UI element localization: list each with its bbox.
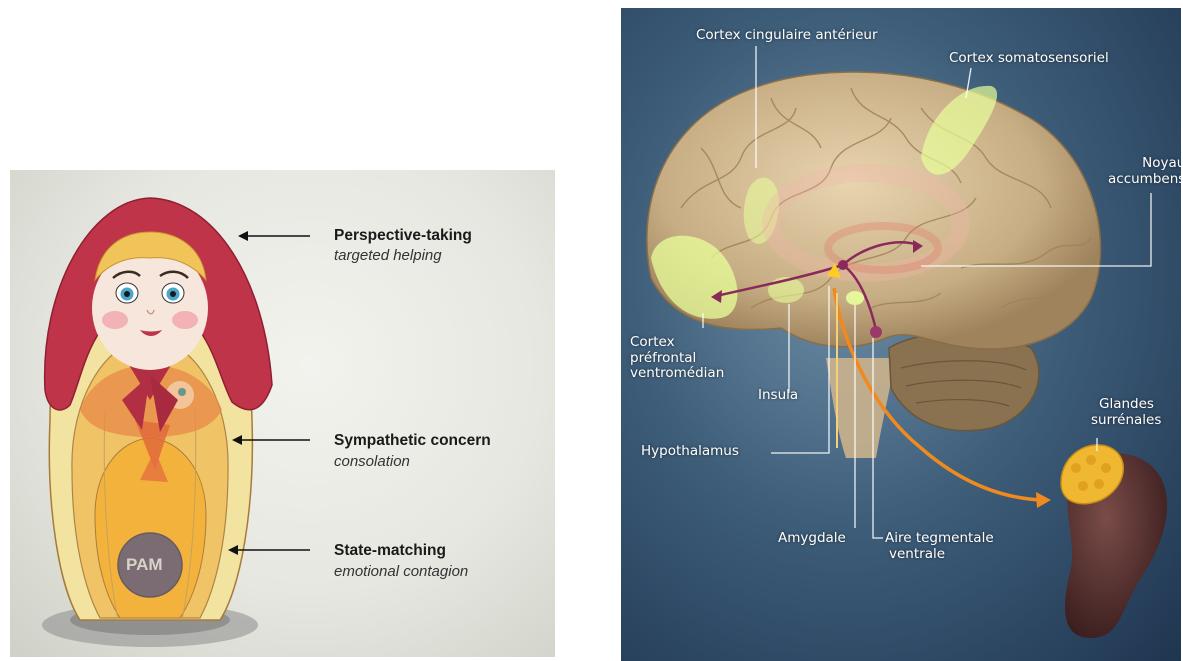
state-matching-label: State-matching [334,542,446,560]
hypothalamus-label: Hypothalamus [641,444,739,460]
amygdale-label: Amygdale [778,531,846,547]
consolation-label: consolation [334,453,410,470]
cortex-cingulaire-label: Cortex cingulaire antérieur [696,28,878,44]
insula-label: Insula [758,388,798,404]
glandes-surrenales-label: Glandes surrénales [1091,397,1161,428]
doll-figure-panel: PAM Perspective-taking targeted helping … [10,170,555,657]
perspective-taking-label: Perspective-taking [334,227,472,245]
aire-tegmentale-label: Aire tegmentale ventrale [885,531,994,562]
noyau-accumbens-label: Noyau accumbens [1108,156,1181,187]
sympathetic-concern-label: Sympathetic concern [334,432,491,450]
targeted-helping-label: targeted helping [334,247,442,264]
brain-figure-panel: Cortex cingulaire antérieur Cortex somat… [621,8,1181,661]
matryoshka-illustration [10,170,555,657]
cortex-somatosensoriel-label: Cortex somatosensoriel [949,51,1109,67]
cortex-prefrontal-label: Cortex préfrontal ventromédian [630,335,724,382]
pam-label: PAM [126,555,163,575]
emotional-contagion-label: emotional contagion [334,563,468,580]
